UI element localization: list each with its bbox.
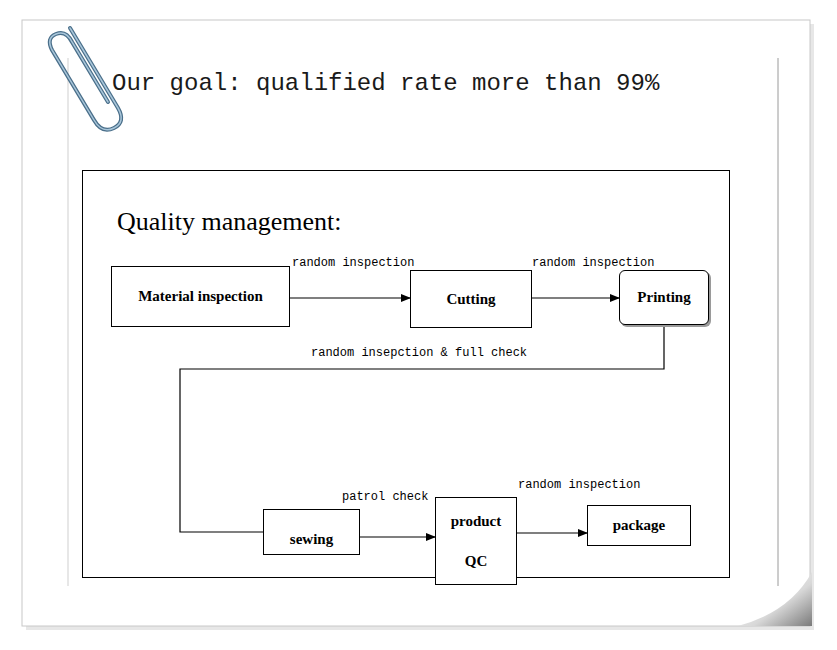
- margin-line: [778, 58, 779, 586]
- page-title: Our goal: qualified rate more than 99%: [112, 70, 659, 97]
- box-label: Material inspection: [138, 288, 263, 305]
- process-box: Material inspection: [111, 266, 290, 327]
- flow-arrow: [517, 532, 587, 533]
- box-label: Printing: [637, 289, 690, 306]
- box-label: product QC: [444, 501, 508, 581]
- flow-arrow: [290, 297, 410, 298]
- process-box: package: [587, 505, 691, 546]
- flow-arrow: [180, 325, 664, 532]
- edge-label: random inspection: [530, 256, 656, 270]
- card: [22, 20, 810, 626]
- box-label: Cutting: [446, 291, 495, 308]
- edge-label: random insepction & full check: [309, 346, 529, 360]
- process-box: sewing: [263, 509, 360, 555]
- page-curl: [738, 572, 812, 626]
- diagram-frame: Quality management: Material inspection Cu…: [82, 170, 730, 578]
- edge-label: random inspection: [516, 478, 642, 492]
- frame-heading: Quality management:: [117, 207, 342, 237]
- edge-label: random inspection: [290, 256, 416, 270]
- paper-clip-shine: [50, 28, 121, 130]
- flow-arrow: [360, 536, 435, 537]
- process-box: Printing: [619, 270, 709, 325]
- process-box: product QC: [435, 497, 517, 585]
- margin-line: [68, 58, 69, 586]
- box-label: package: [613, 517, 666, 534]
- edge-label: patrol check: [340, 490, 430, 504]
- process-box: Cutting: [410, 270, 532, 328]
- paper-clip: [50, 28, 121, 130]
- flow-arrow: [532, 297, 619, 298]
- box-label: sewing: [290, 531, 333, 548]
